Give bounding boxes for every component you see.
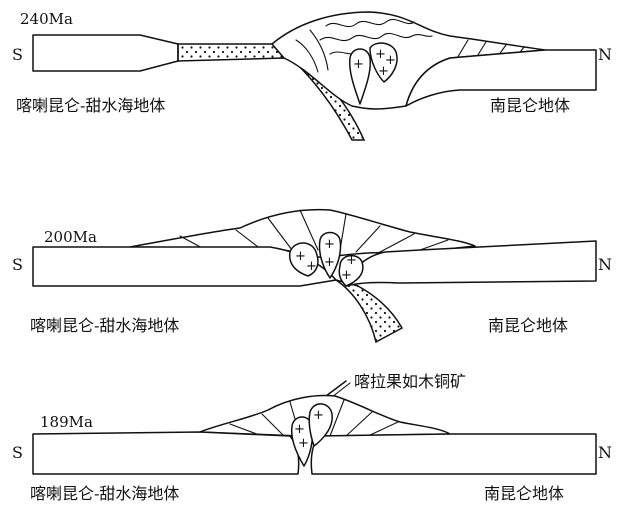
panel-age-label: 240Ma xyxy=(20,10,73,28)
right-terrane-label: 南昆仑地体 xyxy=(484,484,564,503)
granite-symbol: + xyxy=(324,255,335,270)
left-terrane-label: 喀喇昆仑-甜水海地体 xyxy=(16,96,165,115)
granite-symbol: + xyxy=(378,64,389,79)
north-label: N xyxy=(598,443,612,462)
granite-symbol: + xyxy=(295,249,306,264)
left-terrane-label: 喀喇昆仑-甜水海地体 xyxy=(30,316,179,335)
south-label: S xyxy=(12,255,23,274)
right-terrane-label: 南昆仑地体 xyxy=(490,96,570,115)
granite-symbol: + xyxy=(298,436,309,451)
right-terrane-label: 南昆仑地体 xyxy=(488,316,568,335)
granite-symbol: + xyxy=(341,268,352,283)
panel-200ma: 200Ma S N + + + + + + 喀喇昆仑-甜水海地体 南昆仑地体 xyxy=(12,210,612,342)
southern-plate xyxy=(33,432,299,474)
panel-240ma: 240Ma S N + + + + 喀喇昆仑-甜水海地体 南昆仑地体 xyxy=(12,10,612,140)
granite-symbol: + xyxy=(306,259,317,274)
panel-age-label: 189Ma xyxy=(40,413,93,431)
left-terrane-label: 喀喇昆仑-甜水海地体 xyxy=(30,484,179,503)
panel-age-label: 200Ma xyxy=(44,228,97,246)
north-label: N xyxy=(598,255,612,274)
northern-plate xyxy=(311,434,596,474)
granite-symbol: + xyxy=(294,422,305,437)
southern-plate xyxy=(33,35,178,71)
granite-symbol: + xyxy=(324,237,335,252)
panel-189ma: 189Ma S N 喀拉果如木铜矿 + + + 喀喇昆仑-甜水海地体 南昆仑地体 xyxy=(12,372,612,503)
ore-deposit-label: 喀拉果如木铜矿 xyxy=(354,372,466,391)
north-label: N xyxy=(598,45,612,64)
south-label: S xyxy=(12,443,23,462)
granite-symbol: + xyxy=(346,253,357,268)
south-label: S xyxy=(12,45,23,64)
granite-symbol: + xyxy=(353,57,364,72)
subducting-oceanic-slab xyxy=(336,280,402,342)
granite-symbol: + xyxy=(313,408,324,423)
